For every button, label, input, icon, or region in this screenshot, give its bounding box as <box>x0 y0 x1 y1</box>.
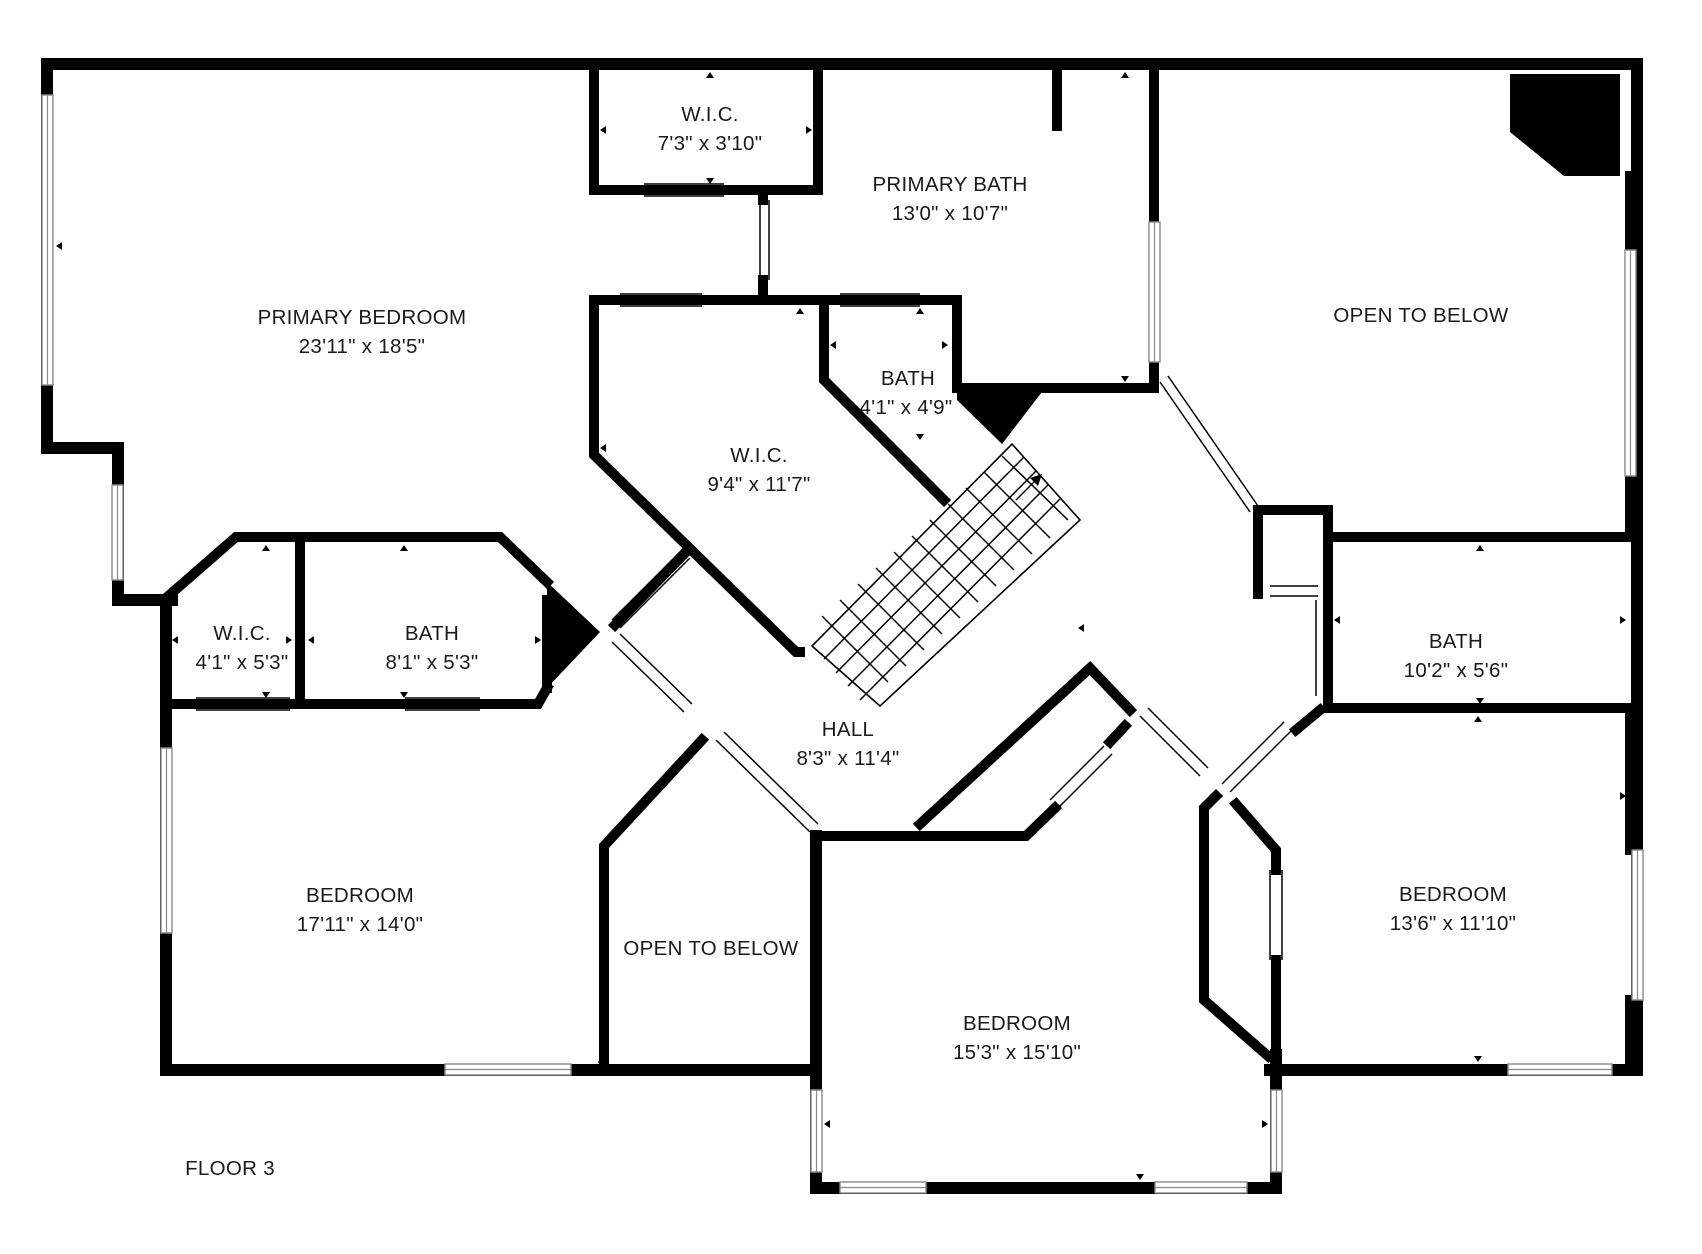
room-dims-wic-center: 9'4" x 11'7" <box>707 473 810 496</box>
room-dims-primary-bedroom: 23'11" x 18'5" <box>299 335 426 358</box>
room-name-wic-center: W.I.C. <box>730 444 788 467</box>
chase-top-right <box>1510 74 1620 176</box>
room-name-bedroom-center: BEDROOM <box>963 1012 1071 1035</box>
room-name-bath-left: BATH <box>405 622 459 645</box>
room-name-open-to-below-center: OPEN TO BELOW <box>623 937 799 960</box>
room-dims-wic-top: 7'3" x 3'10" <box>658 132 763 155</box>
room-name-bedroom-right: BEDROOM <box>1399 883 1507 906</box>
room-dims-wic-left: 4'1" x 5'3" <box>196 651 289 674</box>
room-name-bath-small: BATH <box>881 367 935 390</box>
room-dims-primary-bath: 13'0" x 10'7" <box>892 202 1008 225</box>
room-name-primary-bath: PRIMARY BATH <box>872 173 1027 196</box>
windows <box>41 94 1644 1194</box>
room-name-bedroom-left: BEDROOM <box>306 884 414 907</box>
chase-left <box>547 582 600 688</box>
room-name-bath-right: BATH <box>1429 630 1483 653</box>
room-dims-bath-left: 8'1" x 5'3" <box>386 651 479 674</box>
doors <box>196 183 1329 960</box>
room-name-hall: HALL <box>822 718 874 741</box>
room-name-wic-top: W.I.C. <box>681 103 739 126</box>
room-dims-bedroom-center: 15'3" x 15'10" <box>953 1041 1081 1064</box>
room-dims-bedroom-left: 17'11" x 14'0" <box>297 913 424 936</box>
dimension-ticks <box>56 72 1626 1180</box>
room-name-primary-bedroom: PRIMARY BEDROOM <box>258 306 467 329</box>
chase-center <box>957 388 1045 444</box>
floor-label: FLOOR 3 <box>185 1157 275 1180</box>
interior-walls <box>158 69 1637 1075</box>
room-dims-hall: 8'3" x 11'4" <box>796 747 899 770</box>
room-labels: PRIMARY BEDROOM 23'11" x 18'5" W.I.C. 7'… <box>185 103 1516 1180</box>
room-name-wic-left: W.I.C. <box>213 622 271 645</box>
room-dims-bath-small: 4'1" x 4'9" <box>860 396 953 419</box>
staircase <box>810 442 1082 708</box>
room-dims-bath-right: 10'2" x 5'6" <box>1404 659 1509 682</box>
room-name-open-to-below-right: OPEN TO BELOW <box>1333 304 1509 327</box>
room-dims-bedroom-right: 13'6" x 11'10" <box>1390 912 1517 935</box>
